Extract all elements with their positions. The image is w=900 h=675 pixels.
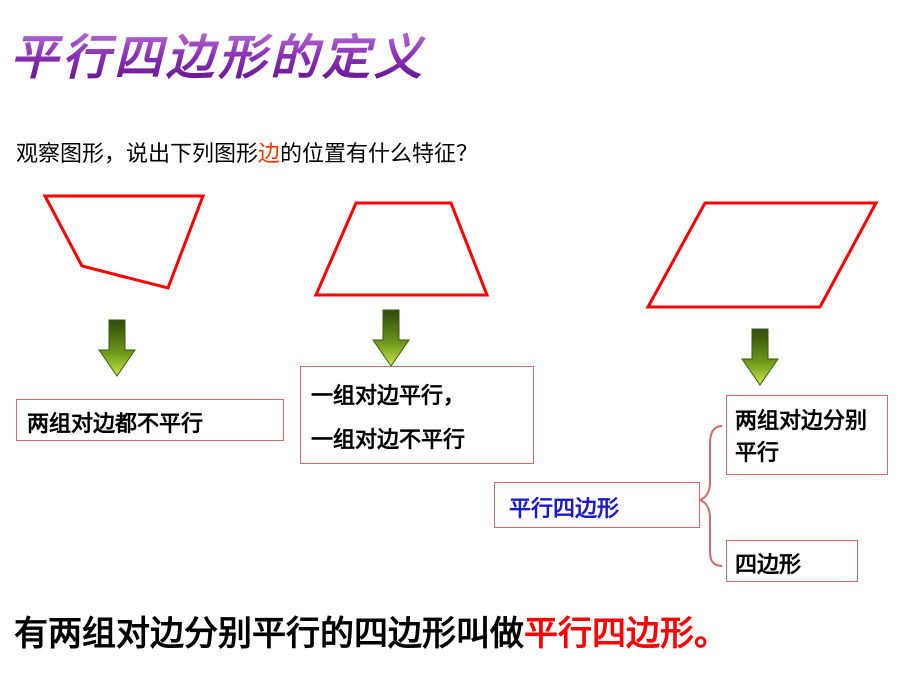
irregular-quadrilateral xyxy=(42,194,206,290)
definition-highlight: 平行四边形。 xyxy=(524,614,728,654)
down-arrow-icon xyxy=(372,309,410,367)
question-before: 观察图形，说出下列图形 xyxy=(16,142,259,167)
question-after: 的位置有什么特征？ xyxy=(280,142,479,167)
label-no-parallel-sides: 两组对边都不平行 xyxy=(16,399,284,441)
question-text: 观察图形，说出下列图形边的位置有什么特征？ xyxy=(16,136,478,168)
label-trapezoid: 一组对边平行， 一组对边不平行 xyxy=(300,366,534,464)
question-highlight: 边 xyxy=(258,142,281,167)
down-arrow-icon xyxy=(741,328,779,386)
brace xyxy=(697,425,723,567)
label-both-pairs-parallel: 两组对边分别平行 xyxy=(726,395,888,475)
down-arrow-icon xyxy=(98,319,136,377)
parallelogram xyxy=(645,201,879,309)
definition-text: 有两组对边分别平行的四边形叫做平行四边形。 xyxy=(14,606,728,655)
label-parallelogram: 平行四边形 xyxy=(494,482,700,528)
label-trapezoid-line2: 一组对边不平行 xyxy=(311,428,466,453)
slide-title: 平行四边形的定义 xyxy=(10,18,426,88)
trapezoid xyxy=(313,201,490,297)
definition-before: 有两组对边分别平行的四边形叫做 xyxy=(14,614,524,654)
label-trapezoid-line1: 一组对边平行， xyxy=(311,384,466,409)
label-quadrilateral: 四边形 xyxy=(726,540,858,582)
